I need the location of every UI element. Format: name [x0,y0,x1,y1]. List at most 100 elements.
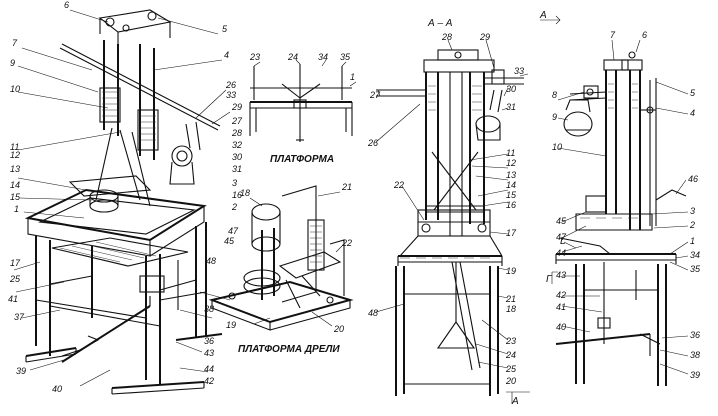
platform-part-label: 34 [318,52,328,62]
iso-part-label: 31 [232,164,242,174]
section-part-label: 16 [506,200,516,210]
section-part-label: 25 [505,364,517,374]
iso-part-label: 26 [225,80,236,90]
iso-part-label: 36 [204,336,214,346]
section-part-label: 15 [506,190,517,200]
side-part-label: 1 [690,236,695,246]
iso-part-label: 29 [231,102,242,112]
iso-part-label: 39 [16,366,26,376]
section-part-label: 30 [506,84,516,94]
iso-part-label: 9 [10,58,15,68]
iso-part-label: 30 [232,152,242,162]
side-part-label: 6 [642,30,647,40]
iso-part-label: 27 [231,116,243,126]
section-part-label: 28 [441,32,452,42]
platform-part-label: 35 [340,52,351,62]
section-part-label: 48 [368,308,378,318]
drill-platform-caption: ПЛАТФОРМА ДРЕЛИ [238,344,340,355]
side-part-label: 35 [690,264,701,274]
section-aa-title: А – А [427,18,453,29]
iso-part-label: 40 [52,384,62,394]
section-part-label: 18 [506,304,516,314]
iso-part-label: 16 [232,190,242,200]
platform-part-label: 1 [350,72,355,82]
iso-part-label: 37 [14,312,25,322]
section-part-label: 31 [506,102,516,112]
side-part-label: 47 [556,232,567,242]
side-part-label: 39 [690,370,700,380]
drill-part-label: 22 [341,238,352,248]
iso-part-label: 47 [228,226,239,236]
section-aa-view [375,39,530,404]
side-part-label: 3 [690,206,695,216]
side-part-label: 36 [690,330,700,340]
drill-part-label: 21 [341,182,352,192]
section-part-label: 24 [505,350,516,360]
section-part-label: 17 [506,228,517,238]
iso-part-label: 38 [204,304,214,314]
iso-part-label: 6 [64,0,69,10]
iso-part-label: 1 [14,204,19,214]
section-part-label: 13 [506,170,516,180]
iso-part-label: 48 [206,256,216,266]
side-part-label: 9 [552,112,557,122]
side-part-label: 38 [690,350,700,360]
iso-part-label: 10 [10,84,20,94]
iso-part-label: 43 [204,348,214,358]
section-part-label: 33 [514,66,524,76]
section-part-label: 12 [506,158,516,168]
section-mark-top: А [539,10,547,21]
platform-part-label: 23 [249,52,260,62]
section-part-label: 22 [393,180,404,190]
iso-part-label: 13 [10,164,20,174]
side-part-label: 34 [690,250,700,260]
side-part-label: 44 [556,248,566,258]
iso-part-label: 41 [8,294,18,304]
section-part-label: 19 [506,266,516,276]
platform-part-label: 24 [287,52,298,62]
iso-part-label: 33 [226,90,236,100]
iso-part-label: 17 [10,258,21,268]
iso-part-label: 12 [10,150,20,160]
section-part-label: 21 [505,294,516,304]
l-mark: L [560,236,566,247]
platform-caption: ПЛАТФОРМА [270,154,334,165]
side-part-label: 10 [552,142,562,152]
side-part-label: 45 [556,216,567,226]
side-part-label: 43 [556,270,566,280]
isometric-view [13,9,231,395]
drill-part-label: 19 [226,320,236,330]
side-part-label: 46 [688,174,698,184]
iso-part-label: 14 [10,180,20,190]
iso-part-label: 2 [231,202,237,212]
section-part-label: 11 [506,148,515,158]
platform-view [249,59,357,142]
section-part-label: 20 [505,376,516,386]
side-part-label: 42 [556,290,566,300]
iso-part-label: 45 [224,236,235,246]
iso-part-label: 3 [232,178,237,188]
iso-part-label: 44 [204,364,214,374]
iso-part-label: 11 [10,142,19,152]
side-part-label: 41 [556,302,566,312]
drill-platform-view [208,185,354,331]
section-part-label: 29 [479,32,490,42]
iso-part-label: 4 [224,50,229,60]
section-part-label: 14 [506,180,516,190]
iso-part-label: 42 [204,376,214,386]
iso-part-label: 5 [222,24,228,34]
g-mark: Г [546,274,553,285]
drill-part-label: 20 [333,324,344,334]
iso-part-label: 15 [10,192,21,202]
side-part-label: 8 [552,90,557,100]
side-view [540,15,689,386]
section-part-label: 26 [367,138,378,148]
section-part-label: 27 [369,90,381,100]
side-part-label: 40 [556,322,566,332]
side-part-label: 4 [690,108,695,118]
section-part-label: 23 [505,336,516,346]
drill-part-label: 18 [240,188,250,198]
